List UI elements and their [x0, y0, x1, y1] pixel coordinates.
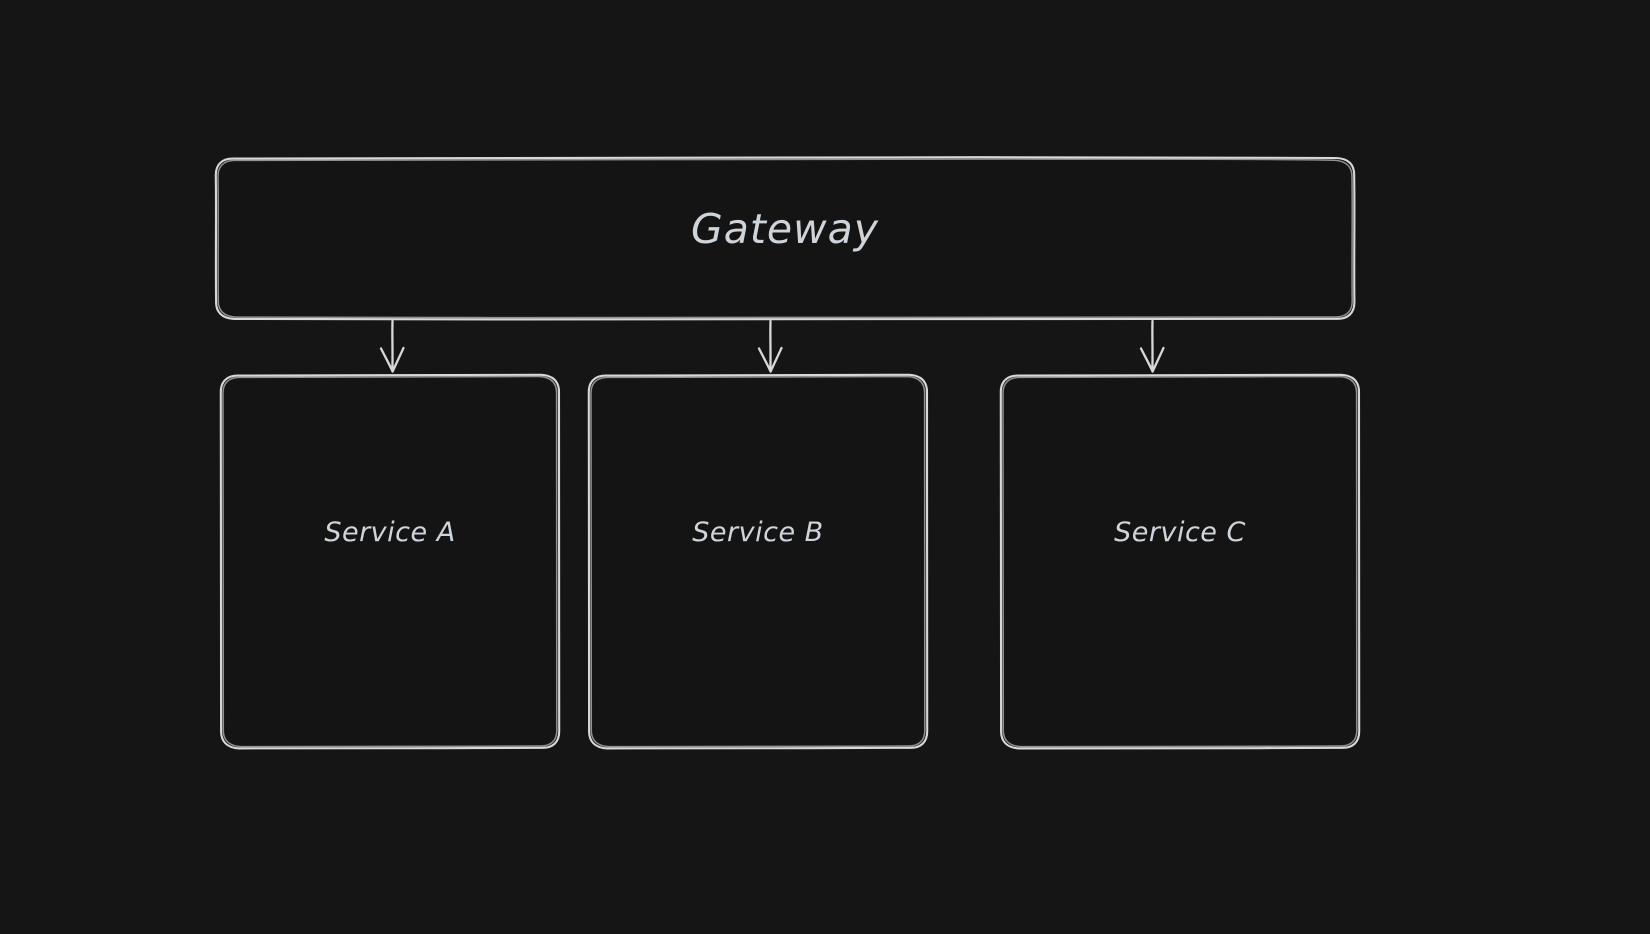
- service-b-label: Service B: [692, 517, 824, 548]
- service-a-shape[interactable]: [219, 373, 561, 750]
- gateway-container-shape[interactable]: [214, 156, 1356, 321]
- arrow-gateway-to-service-b[interactable]: [757, 319, 783, 373]
- arrow-gateway-to-service-a[interactable]: [379, 319, 405, 373]
- service-c-shape[interactable]: [999, 373, 1361, 750]
- service-c-label: Service C: [1114, 517, 1246, 548]
- arrow-gateway-to-service-c[interactable]: [1139, 319, 1165, 373]
- service-a-label: Service A: [324, 517, 456, 548]
- service-b-shape[interactable]: [587, 373, 929, 750]
- gateway-label: Gateway: [690, 205, 880, 253]
